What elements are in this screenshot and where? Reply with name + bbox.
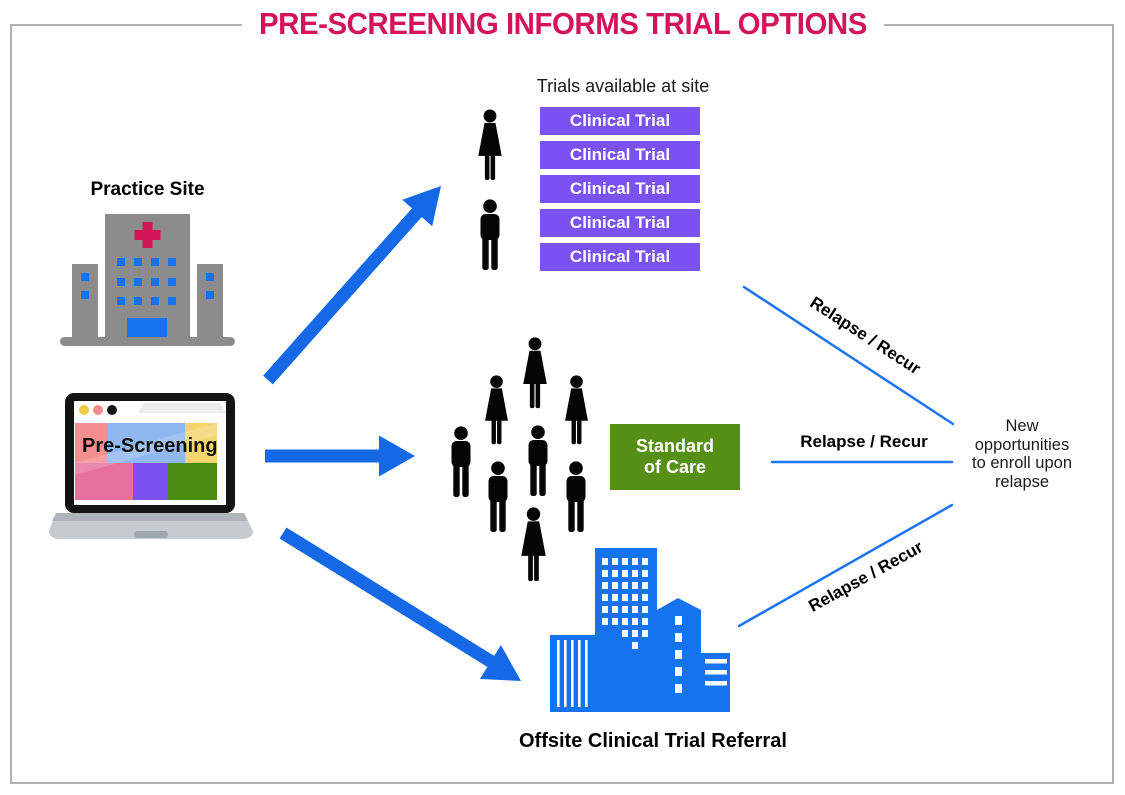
browser-dots: [79, 403, 226, 415]
screen-tiles: [75, 423, 217, 500]
clinical-trial-box: Clinical Trial: [540, 175, 700, 203]
practice-site-label: Practice Site: [90, 179, 205, 200]
outcome-text: New opportunities to enroll upon relapse: [972, 417, 1072, 491]
woman-icon: [565, 375, 588, 445]
man-icon: [480, 199, 500, 270]
man-icon: [528, 425, 548, 496]
man-icon: [488, 461, 508, 532]
offsite-label: Offsite Clinical Trial Referral: [519, 730, 787, 752]
prescreening-label: Pre-Screening: [82, 435, 218, 457]
clinical-trial-box: Clinical Trial: [540, 243, 700, 271]
clinical-trial-box: Clinical Trial: [540, 141, 700, 169]
hospital-door: [127, 318, 167, 337]
clinical-trial-box: Clinical Trial: [540, 209, 700, 237]
clinical-trial-list: Clinical Trial Clinical Trial Clinical T…: [540, 107, 700, 277]
woman-icon: [523, 337, 547, 409]
hospital-icon: [60, 214, 235, 346]
page-title: PRE-SCREENING INFORMS TRIAL OPTIONS: [241, 6, 884, 42]
clinical-trial-box: Clinical Trial: [540, 107, 700, 135]
building-extra-windows: [622, 630, 648, 649]
standard-of-care-box: Standard of Care: [610, 424, 740, 490]
relapse-label-middle: Relapse / Recur: [800, 432, 928, 451]
woman-icon: [521, 507, 546, 582]
building-stripe-windows: [705, 659, 727, 686]
man-icon: [451, 426, 471, 497]
woman-icon: [478, 109, 502, 180]
laptop-icon: [49, 393, 253, 539]
trials-caption: Trials available at site: [536, 76, 710, 96]
hospital-windows: [81, 258, 214, 305]
building-dash-windows: [675, 616, 682, 693]
man-icon: [566, 461, 586, 532]
city-building-icon: [550, 548, 730, 712]
woman-icon: [485, 375, 508, 445]
hospital-cross-icon: [134, 222, 161, 248]
